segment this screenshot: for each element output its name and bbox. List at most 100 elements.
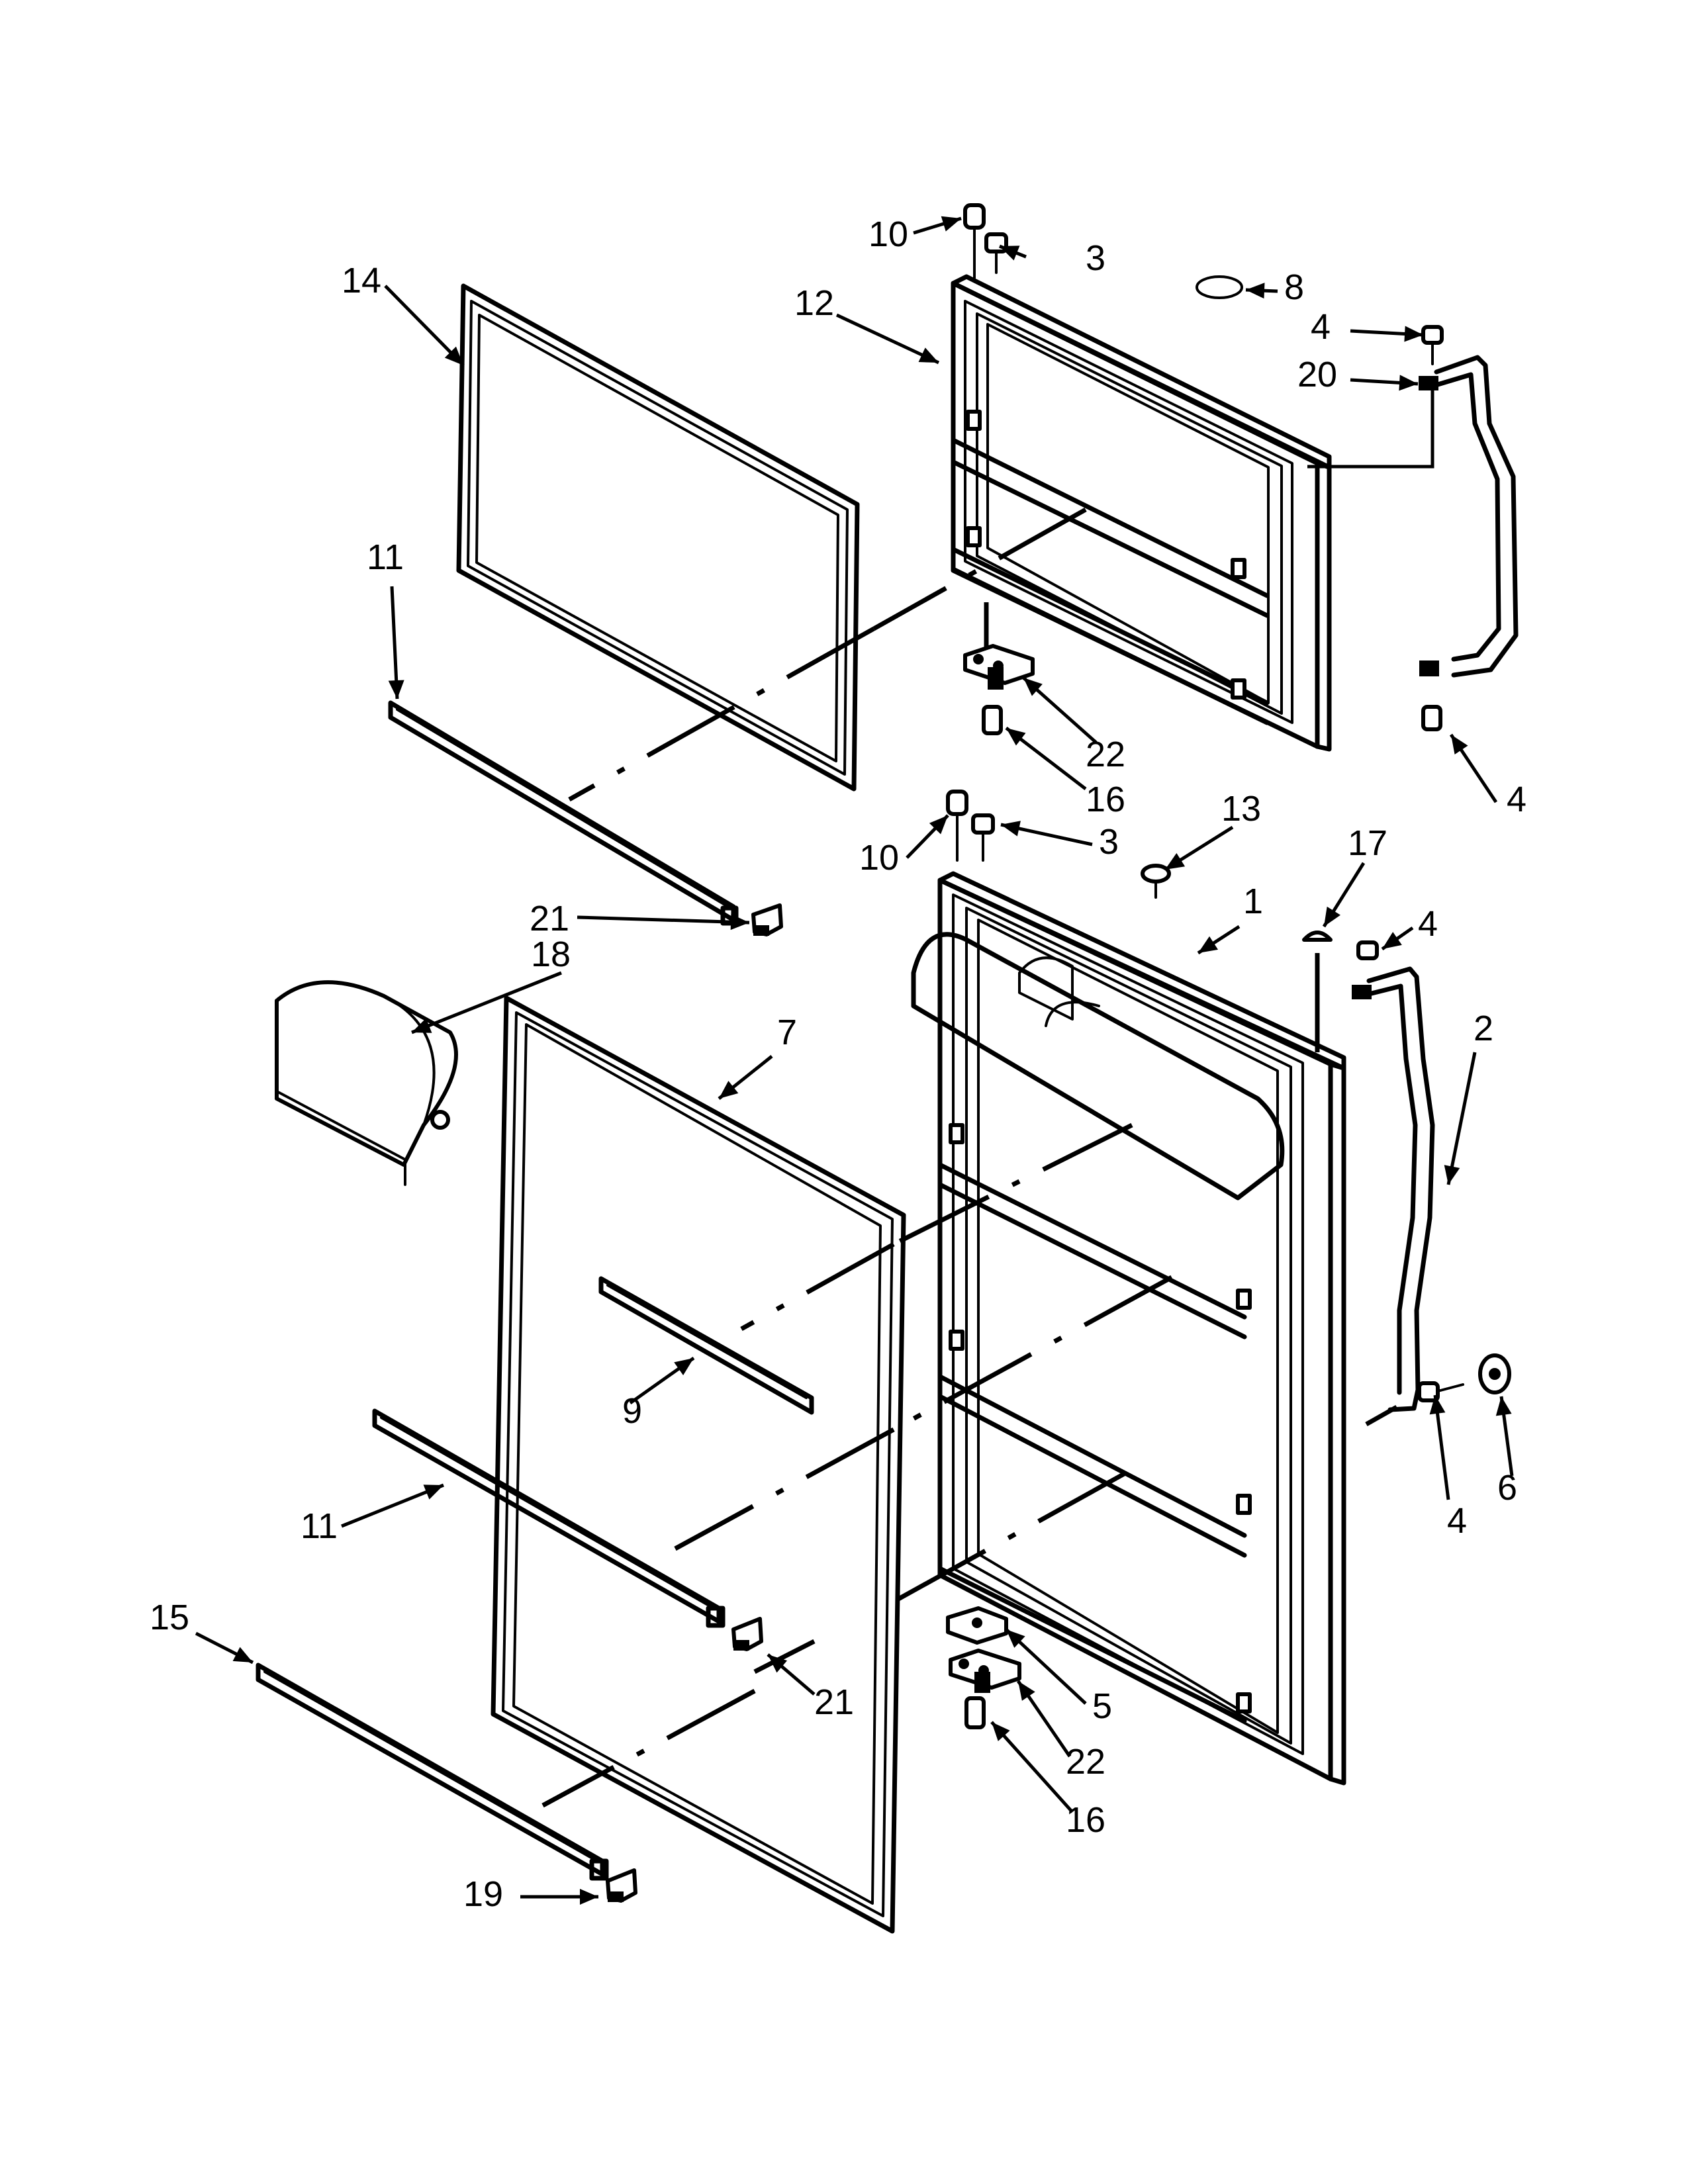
freezer-handle-screw-bottom [1421,705,1442,731]
callout-16: 16 [1086,780,1125,819]
freezer-lower-hinge [963,644,1035,690]
arrowhead [1246,283,1265,299]
fresh-food-door [911,871,1346,1786]
arrowhead [929,815,948,835]
arrowhead [1444,1165,1460,1185]
arrowhead [388,680,404,699]
fresh-food-door-plug-button [946,790,968,862]
fresh-food-lower-hinge-bracket [946,1606,1008,1645]
freezer-door-plug-button [963,203,986,279]
callout-4: 4 [1418,904,1438,944]
freezer-door [951,274,1332,752]
lower-shelf-end-cap [731,1617,763,1651]
arrowhead [992,1722,1010,1741]
fresh-food-lower-hinge [949,1649,1021,1693]
arrowhead [768,1655,788,1673]
arrowhead [1429,1395,1446,1415]
leader-line [577,915,750,925]
freezer-door-gasket [456,283,860,792]
callout-3: 3 [1086,238,1105,278]
arrowhead [1023,678,1043,696]
callout-4: 4 [1507,780,1526,819]
arrowhead [1018,1681,1035,1701]
callout-6: 6 [1497,1468,1517,1508]
leader-line [1446,1052,1477,1185]
callout-11: 11 [301,1506,338,1546]
arrowhead [412,1018,432,1033]
bottom-shelf-end-cap [606,1868,637,1903]
arrowhead [423,1484,444,1500]
callout-22: 22 [1086,735,1125,774]
freezer-handle-screw-top [1421,325,1444,365]
callout-4: 4 [1311,307,1331,347]
arrowhead [674,1358,694,1375]
fresh-food-door-gasket [491,995,906,1934]
callout-4: 4 [1447,1501,1467,1541]
callout-12: 12 [794,283,834,323]
dairy-bin [275,980,458,1186]
callout-2: 2 [1474,1009,1493,1048]
callout-21: 21 [530,899,569,938]
arrowhead [1451,735,1468,754]
arrowhead [730,914,749,931]
callout-8: 8 [1284,267,1304,307]
callout-labels: 10 3 8 4 20 14 12 11 22 16 4 10 3 13 17 … [150,214,1526,1914]
upper-shelf-end-cap [751,903,783,936]
arrowhead [1399,375,1418,391]
callout-16: 16 [1066,1800,1105,1840]
callout-3: 3 [1099,822,1119,862]
callout-11: 11 [367,537,404,577]
callout-17: 17 [1348,823,1387,863]
callout-14: 14 [342,261,381,300]
leader-line [390,586,399,700]
lower-shelf-bar [372,1408,726,1628]
callout-9: 9 [622,1391,642,1431]
callout-1: 1 [1243,882,1263,921]
arrowhead [719,1081,739,1099]
arrowhead [941,216,961,232]
callout-7: 7 [777,1013,797,1052]
handle-spacer-6 [1478,1353,1511,1394]
callout-18: 18 [531,934,571,974]
callout-13: 13 [1221,789,1261,829]
middle-shelf-bar [598,1276,814,1415]
leader-line [411,971,562,1034]
leader-arrows [195,216,1514,1905]
arrowhead [1495,1396,1512,1416]
callout-10: 10 [868,214,908,254]
callout-20: 20 [1297,355,1337,394]
arrowhead [1001,821,1021,837]
arrowhead [1404,326,1423,342]
leader-line [384,285,465,367]
fresh-food-handle-stud [1417,1381,1464,1402]
fresh-food-hinge-screw [964,1696,986,1729]
callout-15: 15 [150,1598,189,1637]
bottom-shelf-bar [256,1662,609,1881]
fresh-food-handle-screw-top [1356,940,1379,960]
callout-22: 22 [1066,1742,1105,1782]
leader-line [990,1721,1074,1813]
arrowhead [580,1889,598,1905]
freezer-hinge-screw [982,705,1003,735]
door-plug [1141,864,1171,899]
arrowhead [232,1647,253,1662]
freezer-door-ring [1196,275,1243,299]
callout-5: 5 [1092,1686,1112,1726]
arrowhead [1198,936,1219,953]
freezer-door-hinge-screw [984,232,1008,274]
arrowhead [1382,932,1402,949]
arrowhead [444,346,463,365]
freezer-handle [1419,355,1519,678]
callout-21: 21 [814,1682,854,1722]
arrowhead [1165,852,1186,870]
arrowhead [1006,1629,1025,1648]
arrowhead [918,347,939,363]
hinge-cap [1302,931,1333,942]
arrowhead [1006,728,1026,746]
arrowhead [1000,246,1020,261]
fresh-food-handle [1352,966,1435,1412]
leader-line [835,313,940,365]
arrowhead [1324,906,1341,927]
callout-10: 10 [859,838,899,878]
